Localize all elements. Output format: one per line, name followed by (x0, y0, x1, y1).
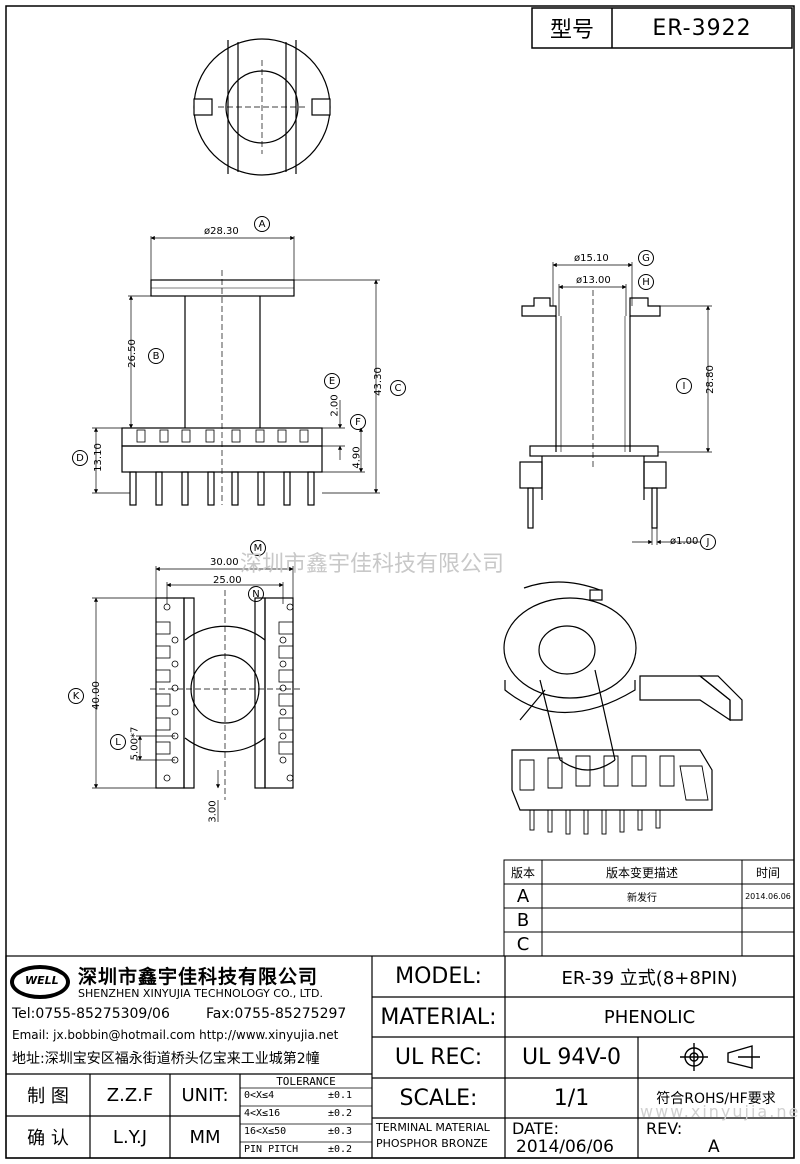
draw-value: Z.Z.F (106, 1084, 154, 1106)
dim-j: ø1.00 (670, 536, 699, 547)
revision-table-grid (503, 859, 795, 957)
top-view (193, 38, 331, 176)
callout-d: D (72, 450, 88, 466)
ul-symbol-icon (680, 1043, 760, 1071)
spec-terminal-line1: TERMINAL MATERIAL (376, 1121, 490, 1134)
callout-i: I (676, 378, 692, 394)
rev-row-a: A (516, 885, 530, 907)
dim-n: 25.00 (213, 575, 242, 586)
check-value: L.Y.J (112, 1126, 148, 1148)
spec-rev-label: REV: (646, 1119, 683, 1138)
model-title-value: ER-3922 (652, 15, 752, 41)
dim-l: 5.00*7 (129, 726, 141, 761)
title-block-grid (5, 955, 795, 1159)
callout-g: G (638, 250, 654, 266)
front-view-dimensions (92, 235, 380, 494)
tolerance-value-4: ±0.2 (328, 1144, 353, 1155)
tolerance-title: TOLERANCE (276, 1074, 336, 1088)
spec-material-label: MATERIAL: (380, 1004, 497, 1030)
callout-c: C (390, 380, 406, 396)
callout-k: K (68, 688, 84, 704)
company-email: Email: jx.bobbin@hotmail.com http://www.… (12, 1028, 339, 1042)
company-fax: Fax:0755-85275297 (206, 1006, 347, 1022)
callout-a: A (254, 216, 270, 232)
unit-value: MM (189, 1126, 221, 1148)
spec-rohs: 符合ROHS/HF要求 (656, 1091, 776, 1107)
company-logo-icon (10, 965, 70, 999)
rev-header-version: 版本 (510, 865, 535, 880)
spec-ulrec-value: UL 94V-0 (521, 1045, 622, 1070)
dim-b: 26.50 (126, 339, 138, 368)
tolerance-value-1: ±0.1 (328, 1090, 353, 1101)
spec-rev-value: A (708, 1137, 720, 1157)
dim-f: 4.90 (351, 446, 363, 469)
dim-h: ø13.00 (576, 275, 611, 286)
dim-a: ø28.30 (204, 226, 239, 237)
callout-e: E (324, 373, 340, 389)
tolerance-range-2: 4<X≤16 (244, 1108, 281, 1119)
watermark-text: 深圳市鑫宇佳科技有限公司 (240, 552, 505, 577)
dim-m: 30.00 (210, 557, 239, 568)
dim-i: 28.80 (704, 365, 716, 394)
spec-model-value: ER-39 立式(8+8PIN) (561, 967, 738, 989)
company-name-en: SHENZHEN XINYUJIA TECHNOLOGY CO., LTD. (78, 987, 323, 1000)
bottom-view (150, 590, 300, 800)
rev-row-a-desc: 新发行 (627, 892, 657, 904)
spec-date-label: DATE: (512, 1119, 560, 1138)
spec-scale-label: SCALE: (399, 1085, 478, 1111)
model-title-box (531, 7, 793, 49)
dim-e: 2.00 (329, 394, 341, 417)
tolerance-value-2: ±0.2 (328, 1108, 353, 1119)
spec-material-value: PHENOLIC (603, 1006, 696, 1028)
tolerance-value-3: ±0.3 (328, 1126, 353, 1137)
dim-c: 43.30 (372, 367, 384, 396)
callout-b: B (148, 348, 164, 364)
spec-terminal-line2: PHOSPHOR BRONZE (376, 1137, 488, 1150)
company-tel: Tel:0755-85275309/06 (12, 1006, 170, 1022)
rev-row-c: C (516, 933, 530, 955)
spec-model-label: MODEL: (395, 964, 482, 989)
check-label: 确 认 (27, 1128, 69, 1149)
callout-j: J (700, 534, 716, 550)
logo-text: WELL (25, 974, 59, 987)
spec-date-value: 2014/06/06 (516, 1137, 614, 1157)
dim-g: ø15.10 (574, 253, 609, 264)
dim-p: 3.00 (207, 800, 219, 823)
callout-f: F (350, 414, 366, 430)
company-name-cn: 深圳市鑫宇佳科技有限公司 (78, 966, 319, 988)
rev-row-a-date: 2014.06.06 (745, 891, 791, 901)
side-view (519, 290, 667, 529)
unit-label: UNIT: (181, 1084, 229, 1106)
rev-row-b: B (516, 909, 530, 931)
tolerance-range-4: PIN PITCH (244, 1144, 299, 1155)
tolerance-range-3: 16<X≤50 (244, 1126, 287, 1137)
callout-h: H (638, 274, 654, 290)
callout-l: L (110, 734, 126, 750)
dim-d: 13.10 (92, 443, 104, 472)
front-view (121, 270, 323, 506)
callout-m: M (250, 540, 266, 556)
spec-scale-value: 1/1 (553, 1085, 590, 1111)
tolerance-range-1: 0<X≤4 (244, 1090, 275, 1101)
callout-n: N (248, 586, 264, 602)
model-title-label: 型号 (549, 18, 594, 43)
company-address: 地址:深圳宝安区福永街道桥头亿宝来工业城第2幢 (12, 1051, 320, 1067)
draw-label: 制 图 (27, 1086, 69, 1107)
rev-header-date: 时间 (755, 865, 780, 880)
side-view-dimensions (552, 262, 712, 545)
watermark-url: www.xinyujia.net (640, 1102, 800, 1121)
rev-header-desc: 版本变更描述 (605, 865, 678, 880)
isometric-view (503, 581, 743, 835)
bottom-view-dimensions (92, 566, 294, 822)
spec-ulrec-label: UL REC: (394, 1045, 483, 1070)
dim-k: 40.00 (90, 681, 102, 710)
